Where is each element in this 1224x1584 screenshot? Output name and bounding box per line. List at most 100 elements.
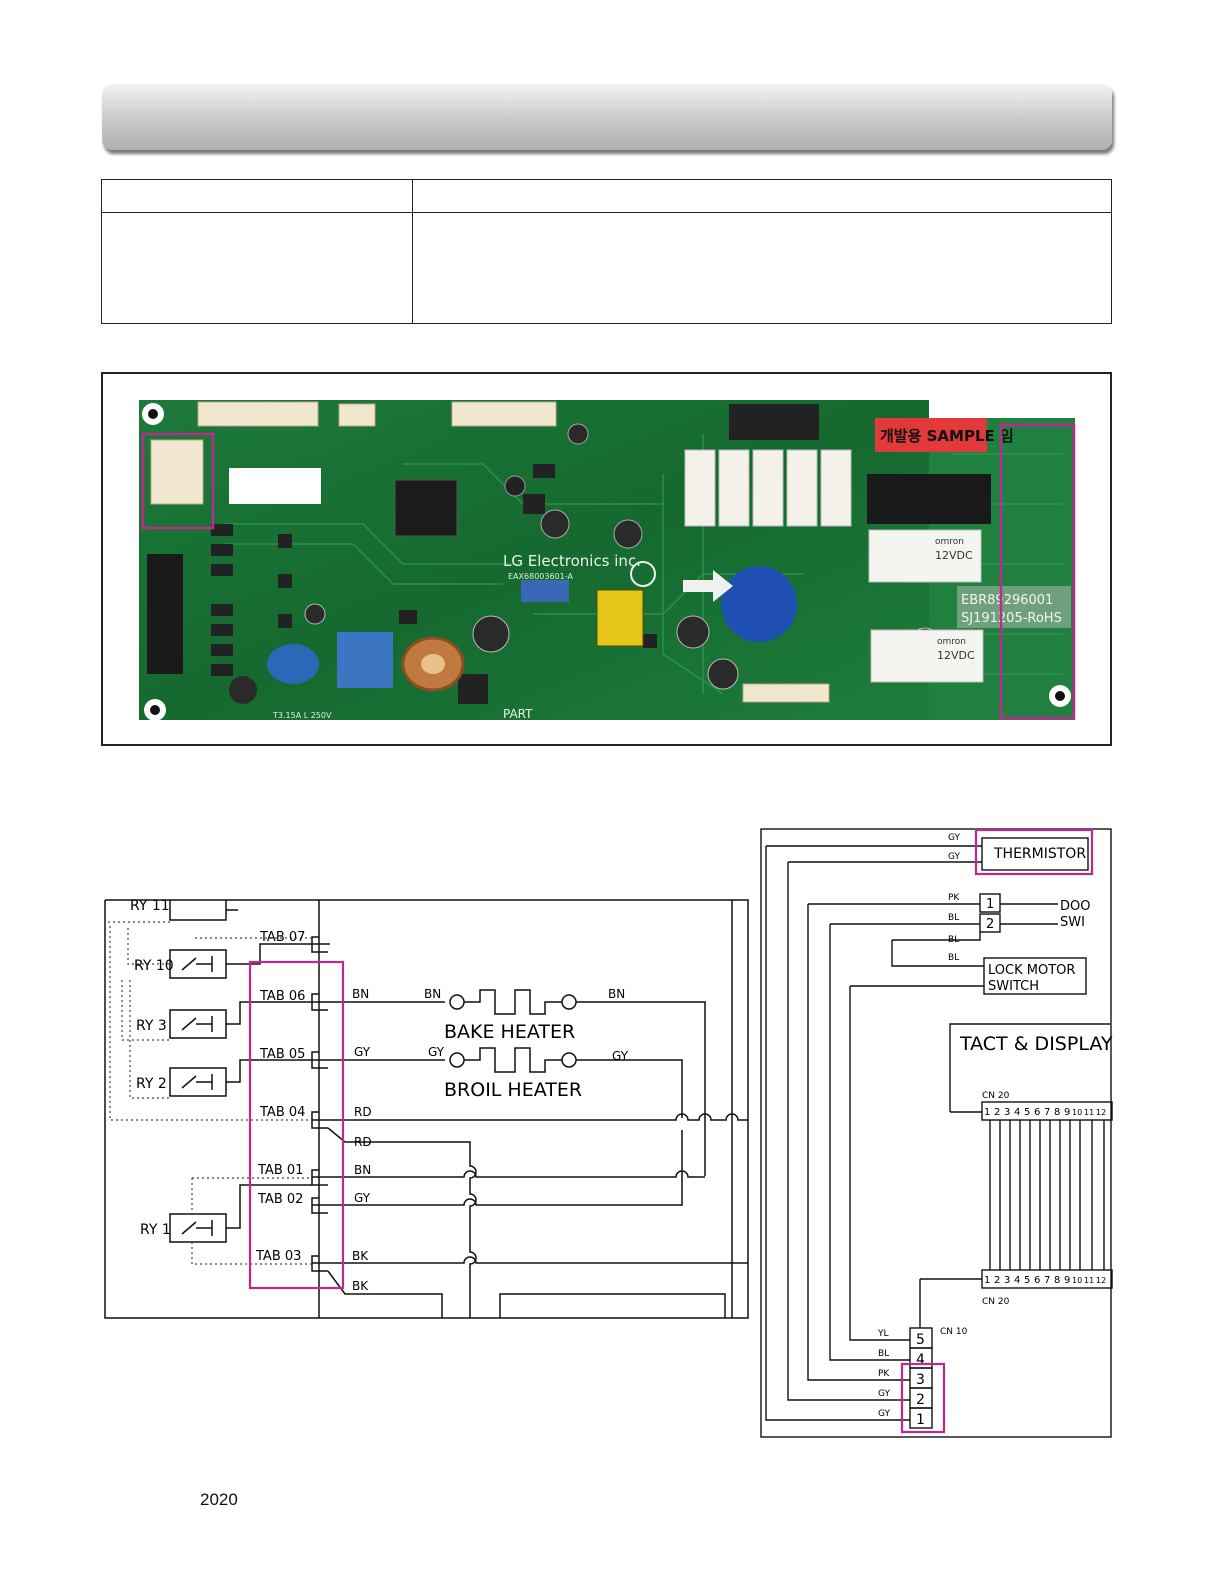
relay-brand-2: omron xyxy=(937,637,966,647)
relay-omron-2 xyxy=(870,629,984,683)
wire-label: BK xyxy=(352,1279,369,1293)
door-pin: 2 xyxy=(986,917,994,932)
connector-top-1 xyxy=(197,401,319,427)
relay-label: RY 3 xyxy=(136,1018,167,1034)
lock-motor-label: SWITCH xyxy=(988,979,1039,994)
pin-label: 7 xyxy=(1044,1107,1050,1118)
pin-label: 4 xyxy=(1014,1107,1020,1118)
wire-label: BN xyxy=(352,987,369,1001)
tab-label: TAB 02 xyxy=(257,1192,303,1207)
tab-label: TAB 01 xyxy=(257,1163,303,1178)
right-schematic-frame xyxy=(760,828,1112,1438)
highlight-cn10-pins xyxy=(900,1362,946,1434)
section-header-banner xyxy=(102,84,1112,150)
wire-label: BN xyxy=(354,1163,371,1177)
wire-label: BL xyxy=(878,1349,889,1359)
connector-label: CN 10 xyxy=(940,1327,968,1337)
broil-heater-label: BROIL HEATER xyxy=(444,1079,582,1101)
pin-label: 4 xyxy=(1014,1275,1020,1286)
door-switch-label: SWI xyxy=(1060,915,1085,930)
wire-label: YL xyxy=(877,1329,889,1339)
rohs-code: SJ191205-RoHS xyxy=(961,611,1062,626)
door-pin: 1 xyxy=(986,897,994,912)
warning-label-text: 개발용 SAMPLE 임 xyxy=(880,427,1014,445)
pin-label: 2 xyxy=(994,1107,1000,1118)
arrow-marking xyxy=(683,570,733,602)
highlight-thermistor xyxy=(974,828,1094,876)
pin-label: 7 xyxy=(1044,1275,1050,1286)
wire-label: GY xyxy=(354,1045,371,1059)
pin-label: 6 xyxy=(1034,1107,1040,1118)
cn10-pin: 3 xyxy=(916,1372,925,1388)
x-capacitor xyxy=(267,644,319,684)
fuse-silkscreen: T3.15A L 250V xyxy=(272,711,332,720)
wire-label: PK xyxy=(878,1369,890,1379)
relay-voltage-1: 12VDC xyxy=(935,549,973,562)
wire-label: RD xyxy=(354,1135,372,1149)
brand-silkscreen: LG Electronics inc. xyxy=(503,552,641,570)
connector-top-2 xyxy=(338,403,376,427)
board-code: EAX68003601-A xyxy=(508,572,573,581)
pin-label: 6 xyxy=(1034,1275,1040,1286)
relay-label: RY 10 xyxy=(134,958,174,974)
wire-label: GY xyxy=(354,1191,371,1205)
tab-label: TAB 07 xyxy=(259,930,305,945)
part-sticker xyxy=(957,586,1071,628)
connector-top-3 xyxy=(451,401,557,427)
warning-label xyxy=(875,418,987,452)
tact-display-label: TACT & DISPLAY xyxy=(959,1033,1113,1055)
relay-label: RY 11 xyxy=(130,898,170,914)
pin-label: 3 xyxy=(1004,1107,1010,1118)
wire-label: BL xyxy=(948,913,959,923)
pin-label: 10 xyxy=(1072,1276,1082,1285)
pin-label: 5 xyxy=(1024,1107,1030,1118)
thermistor-label: THERMISTOR xyxy=(993,846,1086,862)
relay-voltage-2: 12VDC xyxy=(937,649,975,662)
pin-label: 9 xyxy=(1064,1275,1070,1286)
connector-label: CN 20 xyxy=(982,1297,1010,1307)
tab-label: TAB 04 xyxy=(259,1105,305,1120)
left-schematic: RY 11 RY 10 RY 3 RY 2 RY 1 TAB 07 TAB 06… xyxy=(104,898,749,1319)
wire-label: BK xyxy=(352,1249,369,1263)
white-label-patch xyxy=(229,468,321,504)
cn10-pin: 1 xyxy=(916,1412,925,1428)
wire-label: GY xyxy=(878,1409,891,1419)
cn10-pin: 2 xyxy=(916,1392,925,1408)
wire-label: BL xyxy=(948,935,959,945)
part-silkscreen: PART xyxy=(503,707,533,721)
pin-label: 8 xyxy=(1054,1275,1060,1286)
door-switch-label: DOO xyxy=(1060,899,1090,914)
bake-heater-label: BAKE HEATER xyxy=(444,1021,575,1043)
connector-bottom xyxy=(742,683,830,703)
pcb-photo-frame: omron 12VDC omron 12VDC 개발용 SAMPLE 임 LG … xyxy=(101,372,1112,746)
pin-label: 11 xyxy=(1084,1276,1094,1285)
connector-top-black xyxy=(729,404,819,440)
part-code: EBR89296001 xyxy=(961,593,1053,608)
pin-label: 12 xyxy=(1096,1108,1106,1117)
relay-black xyxy=(867,474,991,524)
cn10-pin: 5 xyxy=(916,1332,925,1348)
wire-label: BL xyxy=(948,953,959,963)
film-capacitor xyxy=(337,632,393,688)
buzzer xyxy=(721,566,797,642)
highlight-left-connector xyxy=(141,432,215,530)
pin-label: 5 xyxy=(1024,1275,1030,1286)
pin-label: 3 xyxy=(1004,1275,1010,1286)
pin-label: 9 xyxy=(1064,1107,1070,1118)
table-column-divider xyxy=(412,180,413,323)
footer-year: 2020 xyxy=(200,1490,238,1509)
highlight-right-tabs xyxy=(999,423,1076,720)
wire-label: GY xyxy=(428,1045,445,1059)
connector-left-white xyxy=(150,439,204,505)
wire-label: RD xyxy=(354,1105,372,1119)
blue-component xyxy=(521,580,569,602)
pin-label: 11 xyxy=(1084,1108,1094,1117)
tab-label: TAB 05 xyxy=(259,1047,305,1062)
pin-label: 10 xyxy=(1072,1108,1082,1117)
pin-label: 1 xyxy=(984,1275,990,1286)
lg-logo xyxy=(630,561,656,587)
connector-label: CN 20 xyxy=(982,1091,1010,1101)
wire-label: BN xyxy=(608,987,625,1001)
pcb-photo: omron 12VDC omron 12VDC 개발용 SAMPLE 임 LG … xyxy=(139,400,1076,721)
relay-label: RY 1 xyxy=(140,1222,171,1238)
